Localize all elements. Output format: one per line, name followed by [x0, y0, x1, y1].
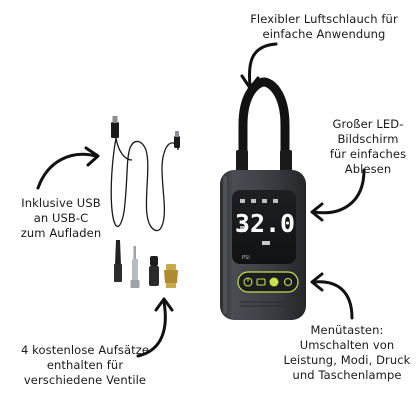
nozzle-adapters — [114, 240, 178, 288]
pressure-unit: PSI — [242, 255, 250, 261]
menu-label-line: Menütasten: — [310, 323, 384, 337]
menu-label-line: Umschalten von — [299, 338, 395, 352]
usb-label-line: zum Aufladen — [20, 226, 102, 240]
hose-label-line: Flexibler Luftschlauch für — [250, 12, 398, 26]
hose-feature-label: Flexibler Luftschlauch für einfache Anwe… — [234, 12, 414, 42]
screen-label-line: Großer LED- — [332, 117, 404, 131]
usb-label-line: an USB-C — [33, 211, 89, 225]
screen-label-line: Bildschirm — [337, 132, 399, 146]
usb-cable — [110, 116, 180, 232]
flashlight-button[interactable] — [283, 277, 293, 287]
usb-label-line: Inklusive USB — [21, 196, 101, 210]
arrow-to-cable — [36, 146, 100, 190]
power-button[interactable] — [243, 277, 253, 287]
pressure-readout: 32.0 — [235, 209, 295, 238]
menu-label-line: Leistung, Modi, Druck — [283, 353, 411, 367]
pressure-button[interactable] — [269, 277, 279, 287]
arrow-to-hose — [240, 42, 278, 90]
pump-body: 32.0 PSI — [220, 170, 306, 320]
adapters-label-line: enthalten für — [46, 358, 124, 372]
mode-button[interactable] — [256, 278, 266, 286]
led-display-panel — [232, 190, 296, 264]
usb-feature-label: Inklusive USB an USB-C zum Aufladen — [6, 196, 116, 241]
adapters-label-line: 4 kostenlose Aufsätze — [20, 343, 150, 357]
screen-feature-label: Großer LED- Bildschirm für einfaches Abl… — [320, 117, 416, 177]
menu-buttons-feature-label: Menütasten: Umschalten von Leistung, Mod… — [280, 323, 414, 383]
menu-label-line: und Taschenlampe — [292, 368, 402, 382]
screen-label-line: für einfaches — [329, 147, 407, 161]
arrow-to-adapters — [136, 297, 174, 358]
arrow-to-screen — [310, 168, 366, 222]
hose-label-line: einfache Anwendung — [262, 27, 386, 41]
screen-label-line: Ablesen — [344, 162, 392, 176]
air-hose — [236, 77, 292, 172]
adapters-feature-label: 4 kostenlose Aufsätze enthalten für vers… — [10, 343, 160, 388]
menu-buttons-strip — [237, 271, 299, 293]
adapters-label-line: verschiedene Ventile — [23, 373, 147, 387]
arrow-to-menu-buttons — [310, 272, 354, 320]
